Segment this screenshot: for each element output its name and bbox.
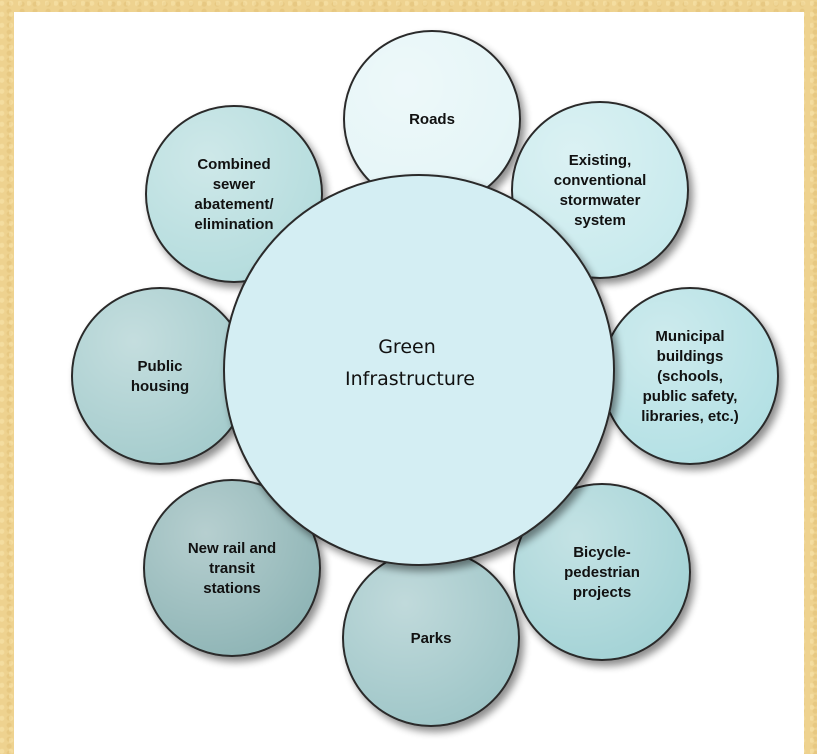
node-label-line: conventional [554,172,647,189]
node-label-line: Parks [411,630,452,647]
node-new-rail-transit: New rail and transit stations [143,479,321,657]
node-label-line: Public [137,358,182,375]
node-label-line: pedestrian [564,564,640,581]
node-public-housing: Public housing [71,287,249,465]
node-label-line: Bicycle- [573,544,631,561]
center-label: Green Infrastructure [345,336,475,390]
node-label-line: stormwater [560,192,641,209]
node-highlight [73,289,247,463]
node-label-line: sewer [213,176,256,193]
node-label-line: elimination [194,216,273,233]
node-label: New rail and transit stations [188,540,276,597]
node-bicycle-pedestrian: Bicycle-pedestrian projects [513,483,691,661]
center-circle [223,174,615,566]
node-highlight [603,289,777,463]
node-label-line: Existing, [569,152,632,169]
node-roads: Roads [343,30,521,208]
node-label-line: public safety, [643,388,738,405]
node-label: Bicycle-pedestrian projects [564,544,640,601]
node-label: Municipal buildings (schools, public safety… [641,328,739,425]
node-label-line: projects [573,584,631,601]
node-municipal-buildings: Municipal buildings (schools, public safety… [601,287,779,465]
node-label-line: libraries, etc.) [641,408,739,425]
node-label: Public housing [131,358,189,395]
node-label-line: (schools, [657,368,723,385]
node-label: Combined sewer abatement/elimination [194,156,274,233]
node-highlight [515,485,689,659]
node-label: Existing, conventional stormwater system [554,152,647,229]
node-highlight [145,481,319,655]
node-label: Parks [411,630,452,647]
node-highlight [345,32,519,206]
node-label-line: transit [209,560,255,577]
node-label-line: Roads [409,111,455,128]
node-label-line: stations [203,580,261,597]
center-label-line: Infrastructure [345,368,475,390]
center-label-line: Green [378,336,436,358]
node-label-line: Combined [197,156,270,173]
node-label-line: buildings [657,348,724,365]
node-label-line: system [574,212,626,229]
node-label: Roads [409,111,455,128]
node-existing-stormwater: Existing, conventional stormwater system [511,101,689,279]
node-label-line: New rail and [188,540,276,557]
center-node: Green Infrastructure [223,174,615,566]
node-highlight [344,551,518,725]
node-label-line: abatement/ [194,196,274,213]
node-parks: Parks [342,549,520,727]
node-label-line: Municipal [655,328,724,345]
node-label-line: housing [131,378,189,395]
